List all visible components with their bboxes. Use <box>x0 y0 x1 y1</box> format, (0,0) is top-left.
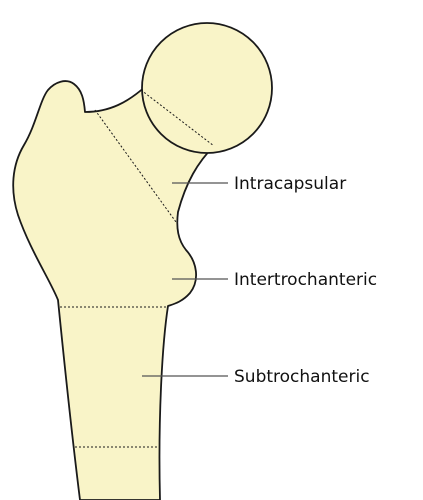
label-subtrochanteric: Subtrochanteric <box>234 367 370 387</box>
label-intracapsular: Intracapsular <box>234 174 346 194</box>
femoral-head <box>142 23 272 153</box>
label-intertrochanteric: Intertrochanteric <box>234 270 377 290</box>
